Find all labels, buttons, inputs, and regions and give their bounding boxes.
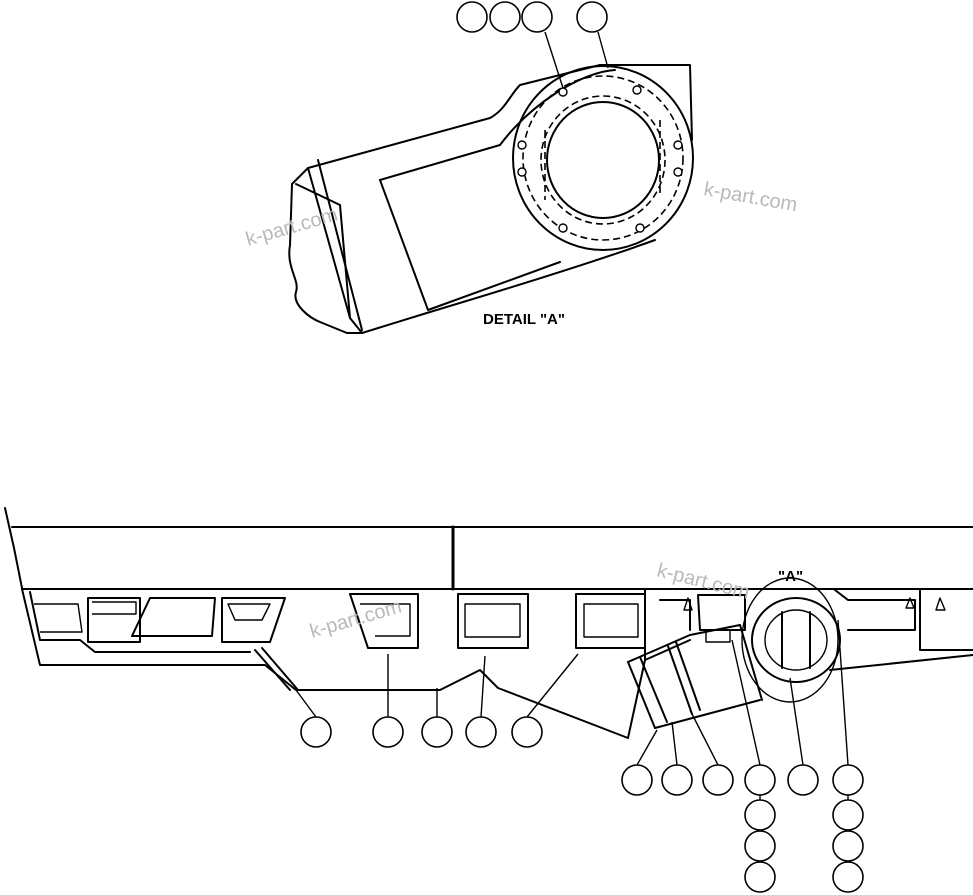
callout-bubble[interactable] [489,1,521,33]
callout-bubble[interactable] [832,830,864,862]
main-frame-view [4,507,973,739]
callout-bubble[interactable] [621,764,653,796]
view-marker-a: "A" [778,568,803,585]
callout-bubble[interactable] [702,764,734,796]
watermark: k-part.com [655,560,752,604]
detail-a-view [288,31,694,334]
callout-bubble[interactable] [832,861,864,893]
callout-bubble[interactable] [832,764,864,796]
callout-bubble[interactable] [744,764,776,796]
watermarks: k-part.com k-part.com k-part.com k-part.… [243,178,799,643]
watermark: k-part.com [702,178,799,216]
callout-bubble[interactable] [661,764,693,796]
callout-bubble[interactable] [465,716,497,748]
detail-callouts [456,1,608,33]
callout-bubble[interactable] [372,716,404,748]
callout-bubble[interactable] [744,830,776,862]
callout-bubble[interactable] [744,861,776,893]
callout-bubble[interactable] [511,716,543,748]
callout-bubble[interactable] [744,799,776,831]
detail-title: DETAIL "A" [483,311,565,328]
callout-bubble[interactable] [421,716,453,748]
callout-bubble[interactable] [456,1,488,33]
callout-bubble[interactable] [576,1,608,33]
callout-bubble[interactable] [787,764,819,796]
callout-bubble[interactable] [300,716,332,748]
main-callouts [300,716,864,893]
callout-bubble[interactable] [832,799,864,831]
callout-bubble[interactable] [521,1,553,33]
